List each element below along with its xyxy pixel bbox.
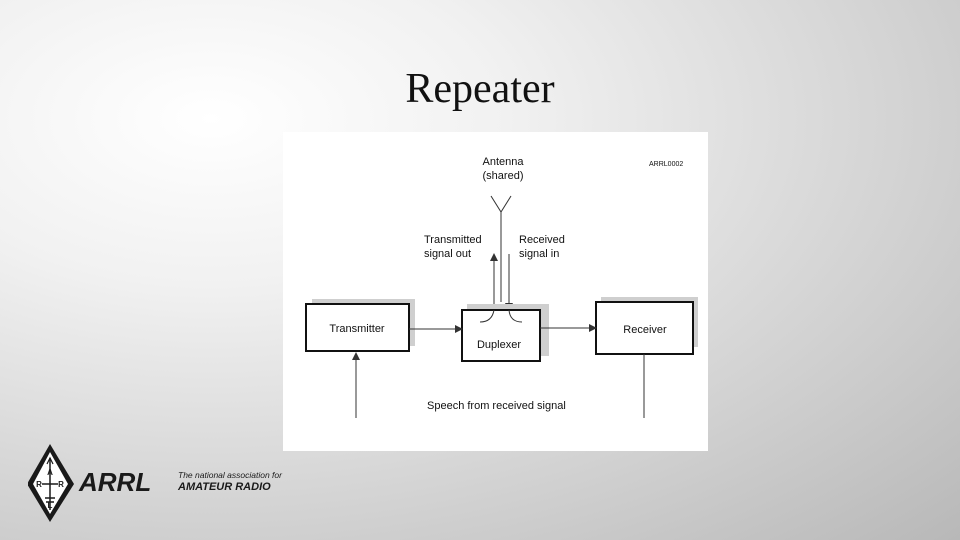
- slide-title: Repeater: [405, 66, 555, 112]
- arrl-tagline-line2: AMATEUR RADIO: [177, 481, 271, 493]
- emblem-letter-r-left: R: [36, 480, 42, 489]
- transmitter-label: Transmitter: [329, 323, 385, 335]
- antenna-label-line1: Antenna: [483, 156, 525, 168]
- emblem-letter-l: L: [48, 501, 53, 510]
- duplexer-label: Duplexer: [477, 339, 521, 351]
- arrl-tagline-line1: The national association for: [178, 470, 283, 480]
- rx-signal-label-line1: Received: [519, 234, 565, 246]
- antenna-label-line2: (shared): [483, 170, 524, 182]
- figure-id-label: ARRL0002: [649, 161, 683, 168]
- receiver-label: Receiver: [623, 324, 667, 336]
- tx-signal-label-line1: Transmitted: [424, 234, 482, 246]
- repeater-diagram: ARRL0002 Antenna (shared) Transmitted si…: [283, 132, 708, 451]
- arrl-logo: A R R L ARRL The national association fo…: [27, 440, 328, 526]
- repeater-diagram-svg: ARRL0002 Antenna (shared) Transmitted si…: [305, 156, 698, 418]
- receiver-block: Receiver: [595, 297, 698, 355]
- arrl-emblem-icon: A R R L: [27, 444, 74, 522]
- arrl-logo-svg: A R R L ARRL The national association fo…: [27, 444, 283, 522]
- speech-label: Speech from received signal: [427, 400, 566, 412]
- emblem-letter-r-right: R: [58, 480, 64, 489]
- arrl-wordmark: ARRL: [78, 467, 151, 497]
- antenna-icon: [490, 195, 512, 302]
- emblem-letter-a: A: [47, 468, 53, 477]
- tx-signal-label-line2: signal out: [424, 248, 471, 260]
- transmitter-block: Transmitter: [305, 299, 415, 352]
- duplexer-block: Duplexer: [461, 304, 549, 362]
- rx-signal-label-line2: signal in: [519, 248, 559, 260]
